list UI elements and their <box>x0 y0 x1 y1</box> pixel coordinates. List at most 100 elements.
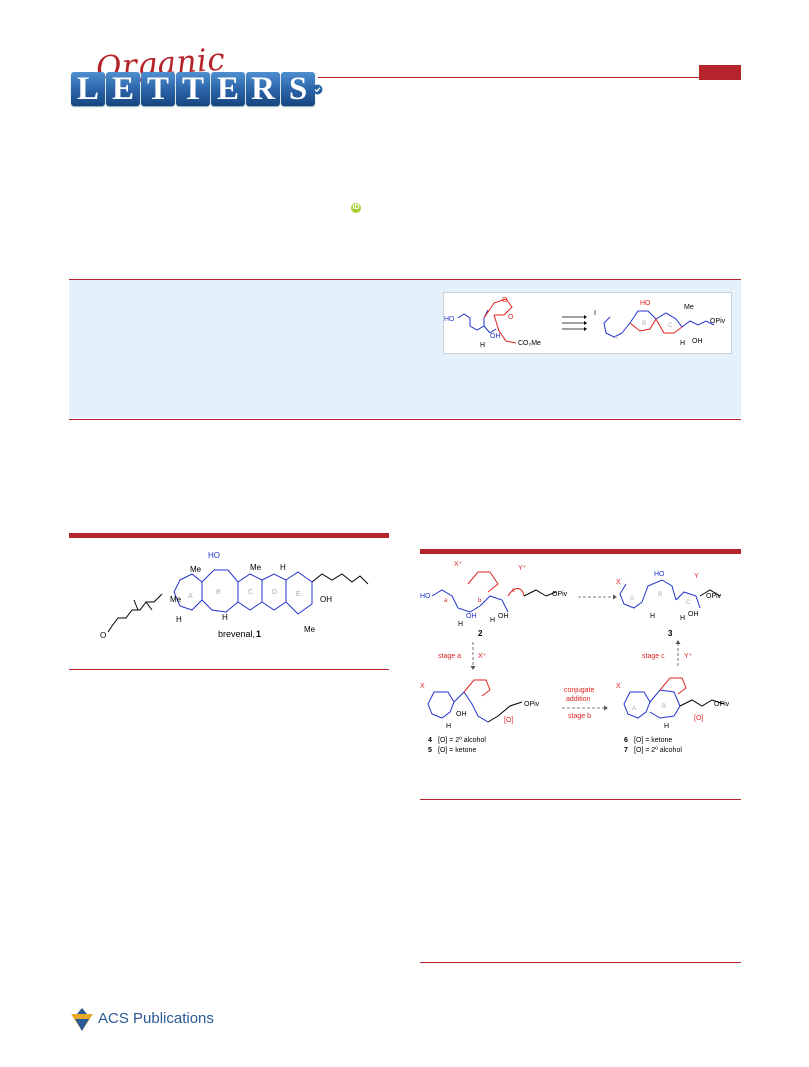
logo-letter: E <box>211 72 245 107</box>
scheme-label: OPiv <box>706 593 722 600</box>
toc-ring-label: B <box>642 321 646 327</box>
compound-label: 3 <box>668 629 673 638</box>
stage-label: conjugate <box>564 687 594 694</box>
toc-label: Me <box>684 304 694 311</box>
toc-label: HO <box>640 300 651 307</box>
compound-label: 4 <box>428 737 432 744</box>
toc-ring-label: C <box>668 323 673 329</box>
fig1-label: H <box>222 613 228 622</box>
compound-desc: [O] = 2º alcohol <box>438 737 486 744</box>
orcid-icon[interactable]: iD <box>351 203 361 213</box>
scheme-label: OPiv <box>552 591 568 598</box>
figure1-structure: HO Me Me Me Me OH H H H A B C D E O brev… <box>100 551 369 640</box>
scheme-bottom-rule <box>420 799 741 800</box>
toc-label: H <box>480 342 485 349</box>
figure1-compound-name: brevenal, <box>218 629 255 639</box>
scheme-ring-label: A <box>632 706 636 712</box>
fig1-label: H <box>280 563 286 572</box>
scheme-label: H <box>664 723 669 730</box>
scheme-label: Y <box>694 573 699 580</box>
scheme-label: HO <box>420 593 431 600</box>
fig1-label: OH <box>320 595 332 604</box>
fig1-label: Me <box>250 563 262 572</box>
scheme-label: HO <box>654 571 665 578</box>
scheme-label: H <box>650 613 655 620</box>
scheme-label: H <box>446 723 451 730</box>
scheme-label: b <box>478 598 482 604</box>
abstract-bottom-rule <box>69 419 741 420</box>
figure1-bottom-rule <box>69 669 389 670</box>
toc-label: OH <box>692 338 703 345</box>
scheme-label: X⁺ <box>478 653 487 660</box>
header-color-block <box>699 65 741 80</box>
toc-label: O <box>502 297 508 304</box>
logo-letter: R <box>246 72 280 107</box>
scheme-label: OH <box>456 711 467 718</box>
compound-desc: [O] = ketone <box>634 737 672 744</box>
scheme-label: X⁺ <box>454 561 463 568</box>
publisher-name: ACS Publications <box>98 1010 214 1027</box>
toc-label: I <box>594 310 596 317</box>
stage-label: addition <box>566 696 591 703</box>
scheme-ring-label: A <box>630 596 634 602</box>
scheme-label: Y⁺ <box>518 565 527 572</box>
figure1-top-rule <box>69 533 389 538</box>
fig1-label: Me <box>304 625 316 634</box>
logo-letter: T <box>176 72 210 107</box>
scheme-label: a <box>444 598 448 604</box>
scheme-ring-label: B <box>658 592 662 598</box>
scheme-ring-label: B <box>662 704 666 710</box>
scheme-label: H <box>490 617 495 624</box>
figure1-compound-number: 1 <box>256 629 261 639</box>
stage-label: stage c <box>642 653 665 660</box>
scheme-label: H <box>458 621 463 628</box>
checkmark-icon <box>312 84 323 95</box>
toc-ring-label: A <box>614 335 618 341</box>
logo-letter: L <box>71 72 105 107</box>
stage-label: stage b <box>568 713 591 720</box>
scheme-label: H <box>680 615 685 622</box>
compound-desc: [O] = 2º alcohol <box>634 747 682 754</box>
scheme-label: X <box>420 683 425 690</box>
scheme-label: c <box>512 588 515 594</box>
scheme-label: OH <box>688 611 699 618</box>
fig1-label: H <box>176 615 182 624</box>
compound-label: 5 <box>428 747 432 754</box>
logo-letter: T <box>141 72 175 107</box>
fig1-label: HO <box>208 551 220 560</box>
scheme-graphic: X⁺ Y⁺ a b c HO OH OH H H OPiv 2 X Y HO O… <box>420 561 730 754</box>
abstract-top-rule <box>69 279 741 280</box>
scheme-ring-label: C <box>686 600 691 606</box>
compound-label: 2 <box>478 629 483 638</box>
scheme-label: X <box>616 683 621 690</box>
scheme-label: OPiv <box>524 701 540 708</box>
acs-logo-icon <box>71 1008 93 1031</box>
fig1-label: Me <box>190 565 202 574</box>
fig1-ring-label: C <box>248 589 253 596</box>
toc-label: O <box>508 314 514 321</box>
toc-label: HO <box>444 316 455 323</box>
fig1-label: Me <box>170 595 182 604</box>
lower-rule <box>420 962 741 963</box>
stage-label: stage a <box>438 653 461 660</box>
scheme-label: X <box>616 579 621 586</box>
scheme-label: [O] <box>504 717 513 724</box>
fig1-ring-label: D <box>272 589 277 596</box>
logo-letter: S <box>281 72 315 107</box>
scheme-label: [O] <box>694 715 703 722</box>
scheme-label: OH <box>466 613 477 620</box>
toc-label: H <box>680 340 685 347</box>
fig1-ring-label: E <box>296 591 301 598</box>
compound-desc: [O] = ketone <box>438 747 476 754</box>
compound-label: 7 <box>624 747 628 754</box>
scheme-label: Y⁺ <box>684 653 693 660</box>
toc-label: CO₂Me <box>518 340 541 347</box>
fig1-ring-label: A <box>188 593 193 600</box>
toc-label: OH <box>490 333 501 340</box>
header-rule <box>318 77 699 78</box>
scheme-label: OH <box>498 613 509 620</box>
toc-label: OPiv <box>710 318 726 325</box>
compound-label: 6 <box>624 737 628 744</box>
logo-letter: E <box>106 72 140 107</box>
fig1-ring-label: B <box>216 589 221 596</box>
